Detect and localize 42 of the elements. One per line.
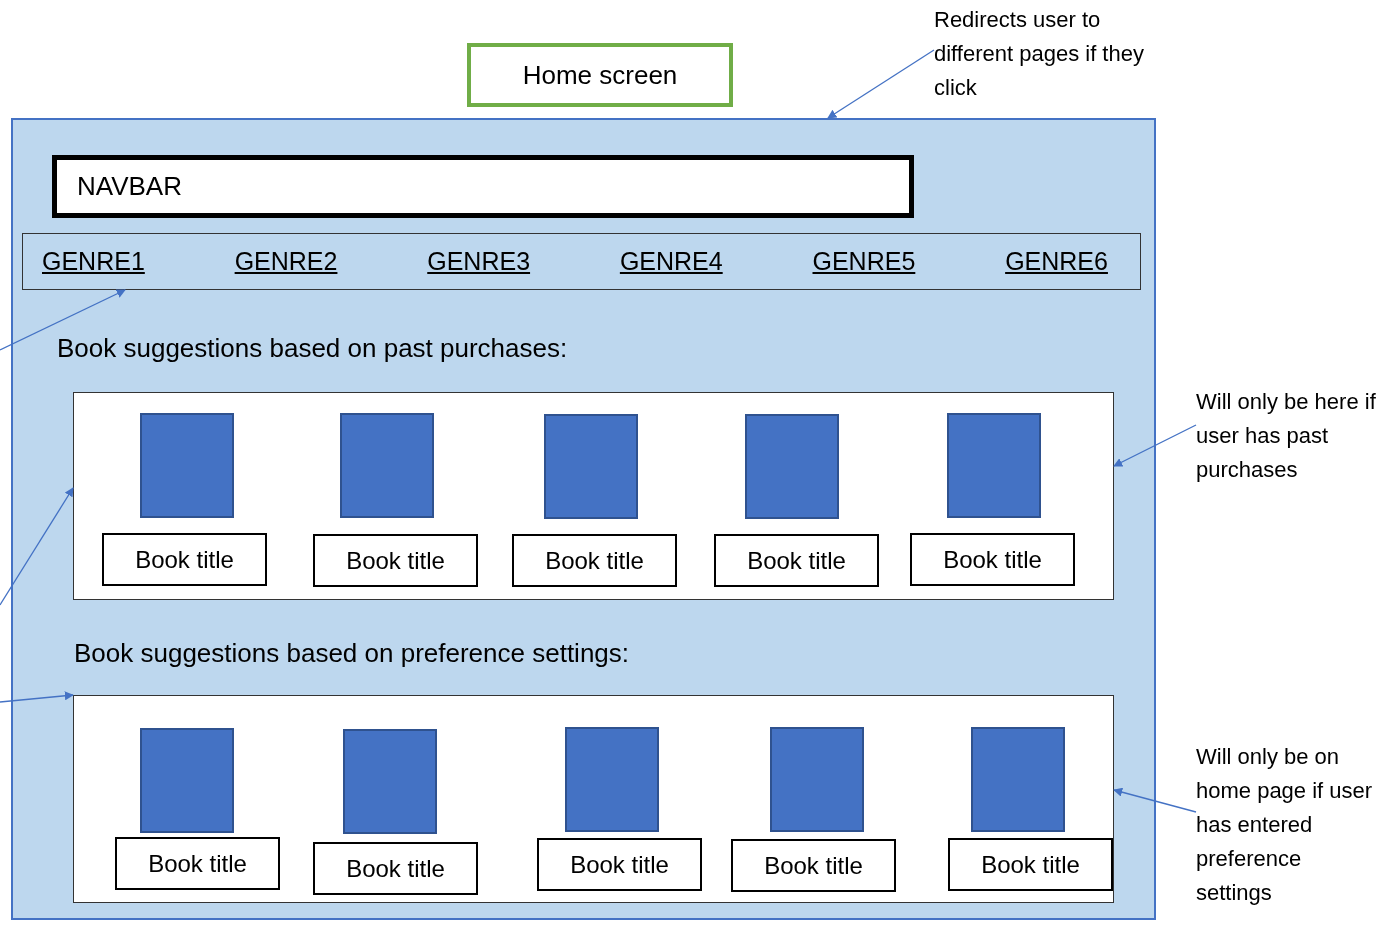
arrow bbox=[0, 691, 74, 703]
book-title: Book title bbox=[570, 849, 669, 880]
book-title-box bbox=[948, 838, 1113, 891]
book-title: Book title bbox=[346, 853, 445, 884]
genre-link: GENRE1 bbox=[42, 246, 145, 277]
navbar-label: NAVBAR bbox=[77, 170, 182, 204]
book-title: Book title bbox=[943, 544, 1042, 575]
book-title-box bbox=[731, 839, 896, 892]
book-title: Book title bbox=[981, 849, 1080, 880]
book-title-box bbox=[714, 534, 879, 587]
book-title-box bbox=[313, 842, 478, 895]
book-title: Book title bbox=[135, 544, 234, 575]
genre-link: GENRE5 bbox=[812, 246, 916, 277]
arrow bbox=[827, 49, 935, 119]
annotation-text: Redirects user to different pages if they click bbox=[934, 6, 1145, 102]
book-title: Book title bbox=[545, 545, 644, 576]
book-title-box bbox=[115, 837, 280, 890]
book-title: Book title bbox=[764, 850, 863, 881]
section-heading: Book suggestions based on past purchases: bbox=[57, 333, 568, 364]
genre-link: GENRE6 bbox=[1005, 246, 1108, 277]
book-title-box bbox=[910, 533, 1075, 586]
screen-title: Home screen bbox=[522, 58, 678, 92]
book-title-box bbox=[537, 838, 702, 891]
title-box bbox=[467, 43, 733, 107]
book-title-box bbox=[512, 534, 677, 587]
navbar-box bbox=[52, 155, 914, 218]
book-title-box bbox=[313, 534, 478, 587]
arrow bbox=[1113, 424, 1197, 467]
genre-link: GENRE2 bbox=[234, 246, 338, 277]
book-title: Book title bbox=[747, 545, 846, 576]
section-heading: Book suggestions based on preference settings: bbox=[74, 638, 630, 669]
annotation-text: Will only be here if user has past purchases bbox=[1196, 388, 1377, 484]
arrow bbox=[0, 289, 126, 351]
book-title: Book title bbox=[148, 848, 247, 879]
book-title-box bbox=[102, 533, 267, 586]
genre-link: GENRE4 bbox=[619, 246, 723, 277]
genre-bar bbox=[22, 233, 1141, 290]
book-title: Book title bbox=[346, 545, 445, 576]
annotation-text: Will only be on home page if user has entered preference settings bbox=[1196, 743, 1374, 907]
arrow bbox=[1113, 787, 1197, 813]
genre-link: GENRE3 bbox=[427, 246, 531, 277]
arrow bbox=[0, 487, 74, 606]
